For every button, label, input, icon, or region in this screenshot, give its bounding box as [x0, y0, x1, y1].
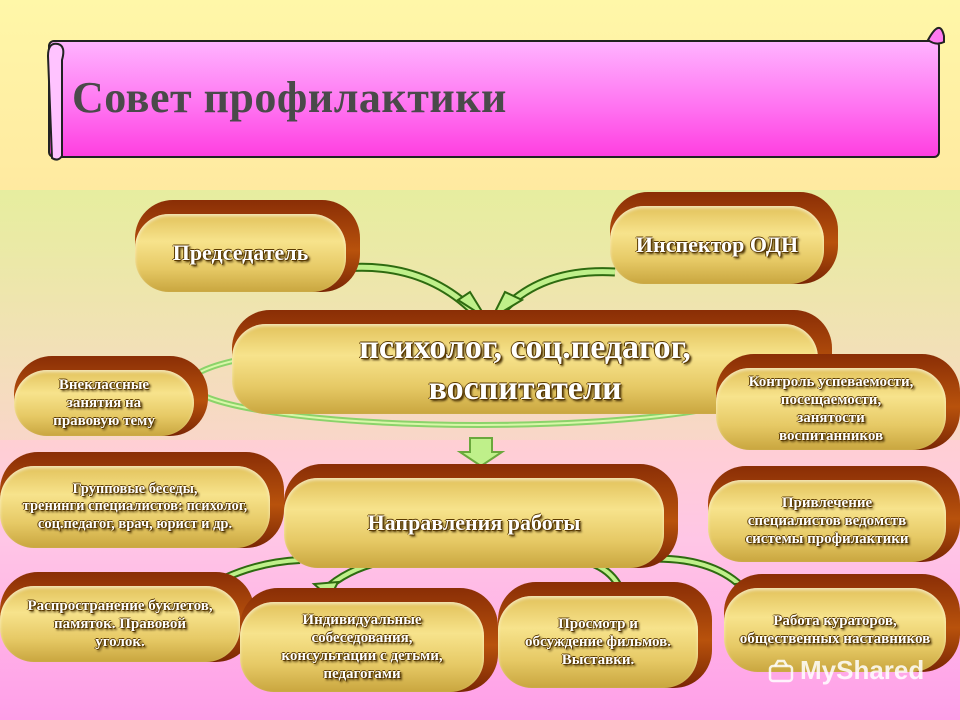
bottom1-line: уголок.: [95, 634, 145, 650]
bottom1-line: памяток. Правовой: [53, 616, 187, 632]
bottom3-line: Просмотр и: [558, 616, 638, 632]
bottom3-box: Просмотр и обсуждение фильмов. Выставки.: [498, 582, 712, 688]
bottom4-line: общественных наставников: [739, 631, 931, 647]
left2-line: соц.педагог, врач, юрист и др.: [37, 515, 233, 532]
left1-box: Внеклассные занятия на правовую тему: [14, 356, 208, 436]
right2-box: Привлечение специалистов ведомств систем…: [708, 466, 960, 562]
bottom2-line: Индивидуальные: [302, 612, 422, 628]
watermark-text: MyShared: [800, 655, 925, 685]
title-banner: [48, 40, 940, 158]
watermark-logo-icon: [768, 659, 794, 683]
right2-line: Привлечение: [781, 495, 873, 511]
page-title: Совет профилактики: [72, 73, 507, 122]
right1-line: занятости: [797, 410, 865, 426]
chairman-label: Председатель: [172, 239, 309, 265]
bottom2-line: консультации с детьми,: [281, 648, 443, 664]
right2-line: специалистов ведомств: [747, 513, 907, 529]
chairman-box: Председатель: [135, 200, 360, 292]
bottom2-line: собеседования,: [311, 630, 413, 646]
bottom3-line: обсуждение фильмов.: [525, 634, 671, 650]
inspector-label: Инспектор ОДН: [635, 231, 799, 257]
center-label-line2: воспитатели: [428, 370, 622, 407]
bottom1-box: Распространение буклетов, памяток. Право…: [0, 572, 254, 662]
bottom4-line: Работа кураторов,: [773, 613, 897, 629]
inspector-box: Инспектор ОДН: [610, 192, 838, 284]
directions-box: Направления работы: [284, 464, 678, 568]
left1-line: правовую тему: [53, 413, 155, 429]
right1-line: Контроль успеваемости,: [748, 374, 914, 390]
bottom3-line: Выставки.: [561, 652, 635, 668]
bottom4-box: Работа кураторов, общественных наставник…: [724, 574, 960, 672]
bottom1-line: Распространение буклетов,: [27, 598, 213, 614]
left2-line: тренинги специалистов: психолог,: [22, 498, 248, 515]
right1-line: воспитанников: [778, 428, 884, 444]
center-label-line1: психолог, соц.педагог,: [359, 329, 691, 367]
arrow-down: [456, 437, 506, 468]
left1-line: Внеклассные: [58, 377, 150, 393]
left1-line: занятия на: [66, 395, 142, 411]
left2-box: Групповые беседы, тренинги специалистов:…: [0, 452, 284, 548]
right1-box: Контроль успеваемости, посещаемости, зан…: [716, 354, 960, 450]
left2-line: Групповые беседы,: [72, 480, 198, 497]
directions-label: Направления работы: [367, 509, 581, 535]
bottom2-box: Индивидуальные собеседования, консультац…: [240, 588, 498, 692]
right1-line: посещаемости,: [780, 392, 882, 408]
bottom2-line: педагогами: [323, 666, 401, 682]
right2-line: системы профилактики: [745, 531, 909, 547]
